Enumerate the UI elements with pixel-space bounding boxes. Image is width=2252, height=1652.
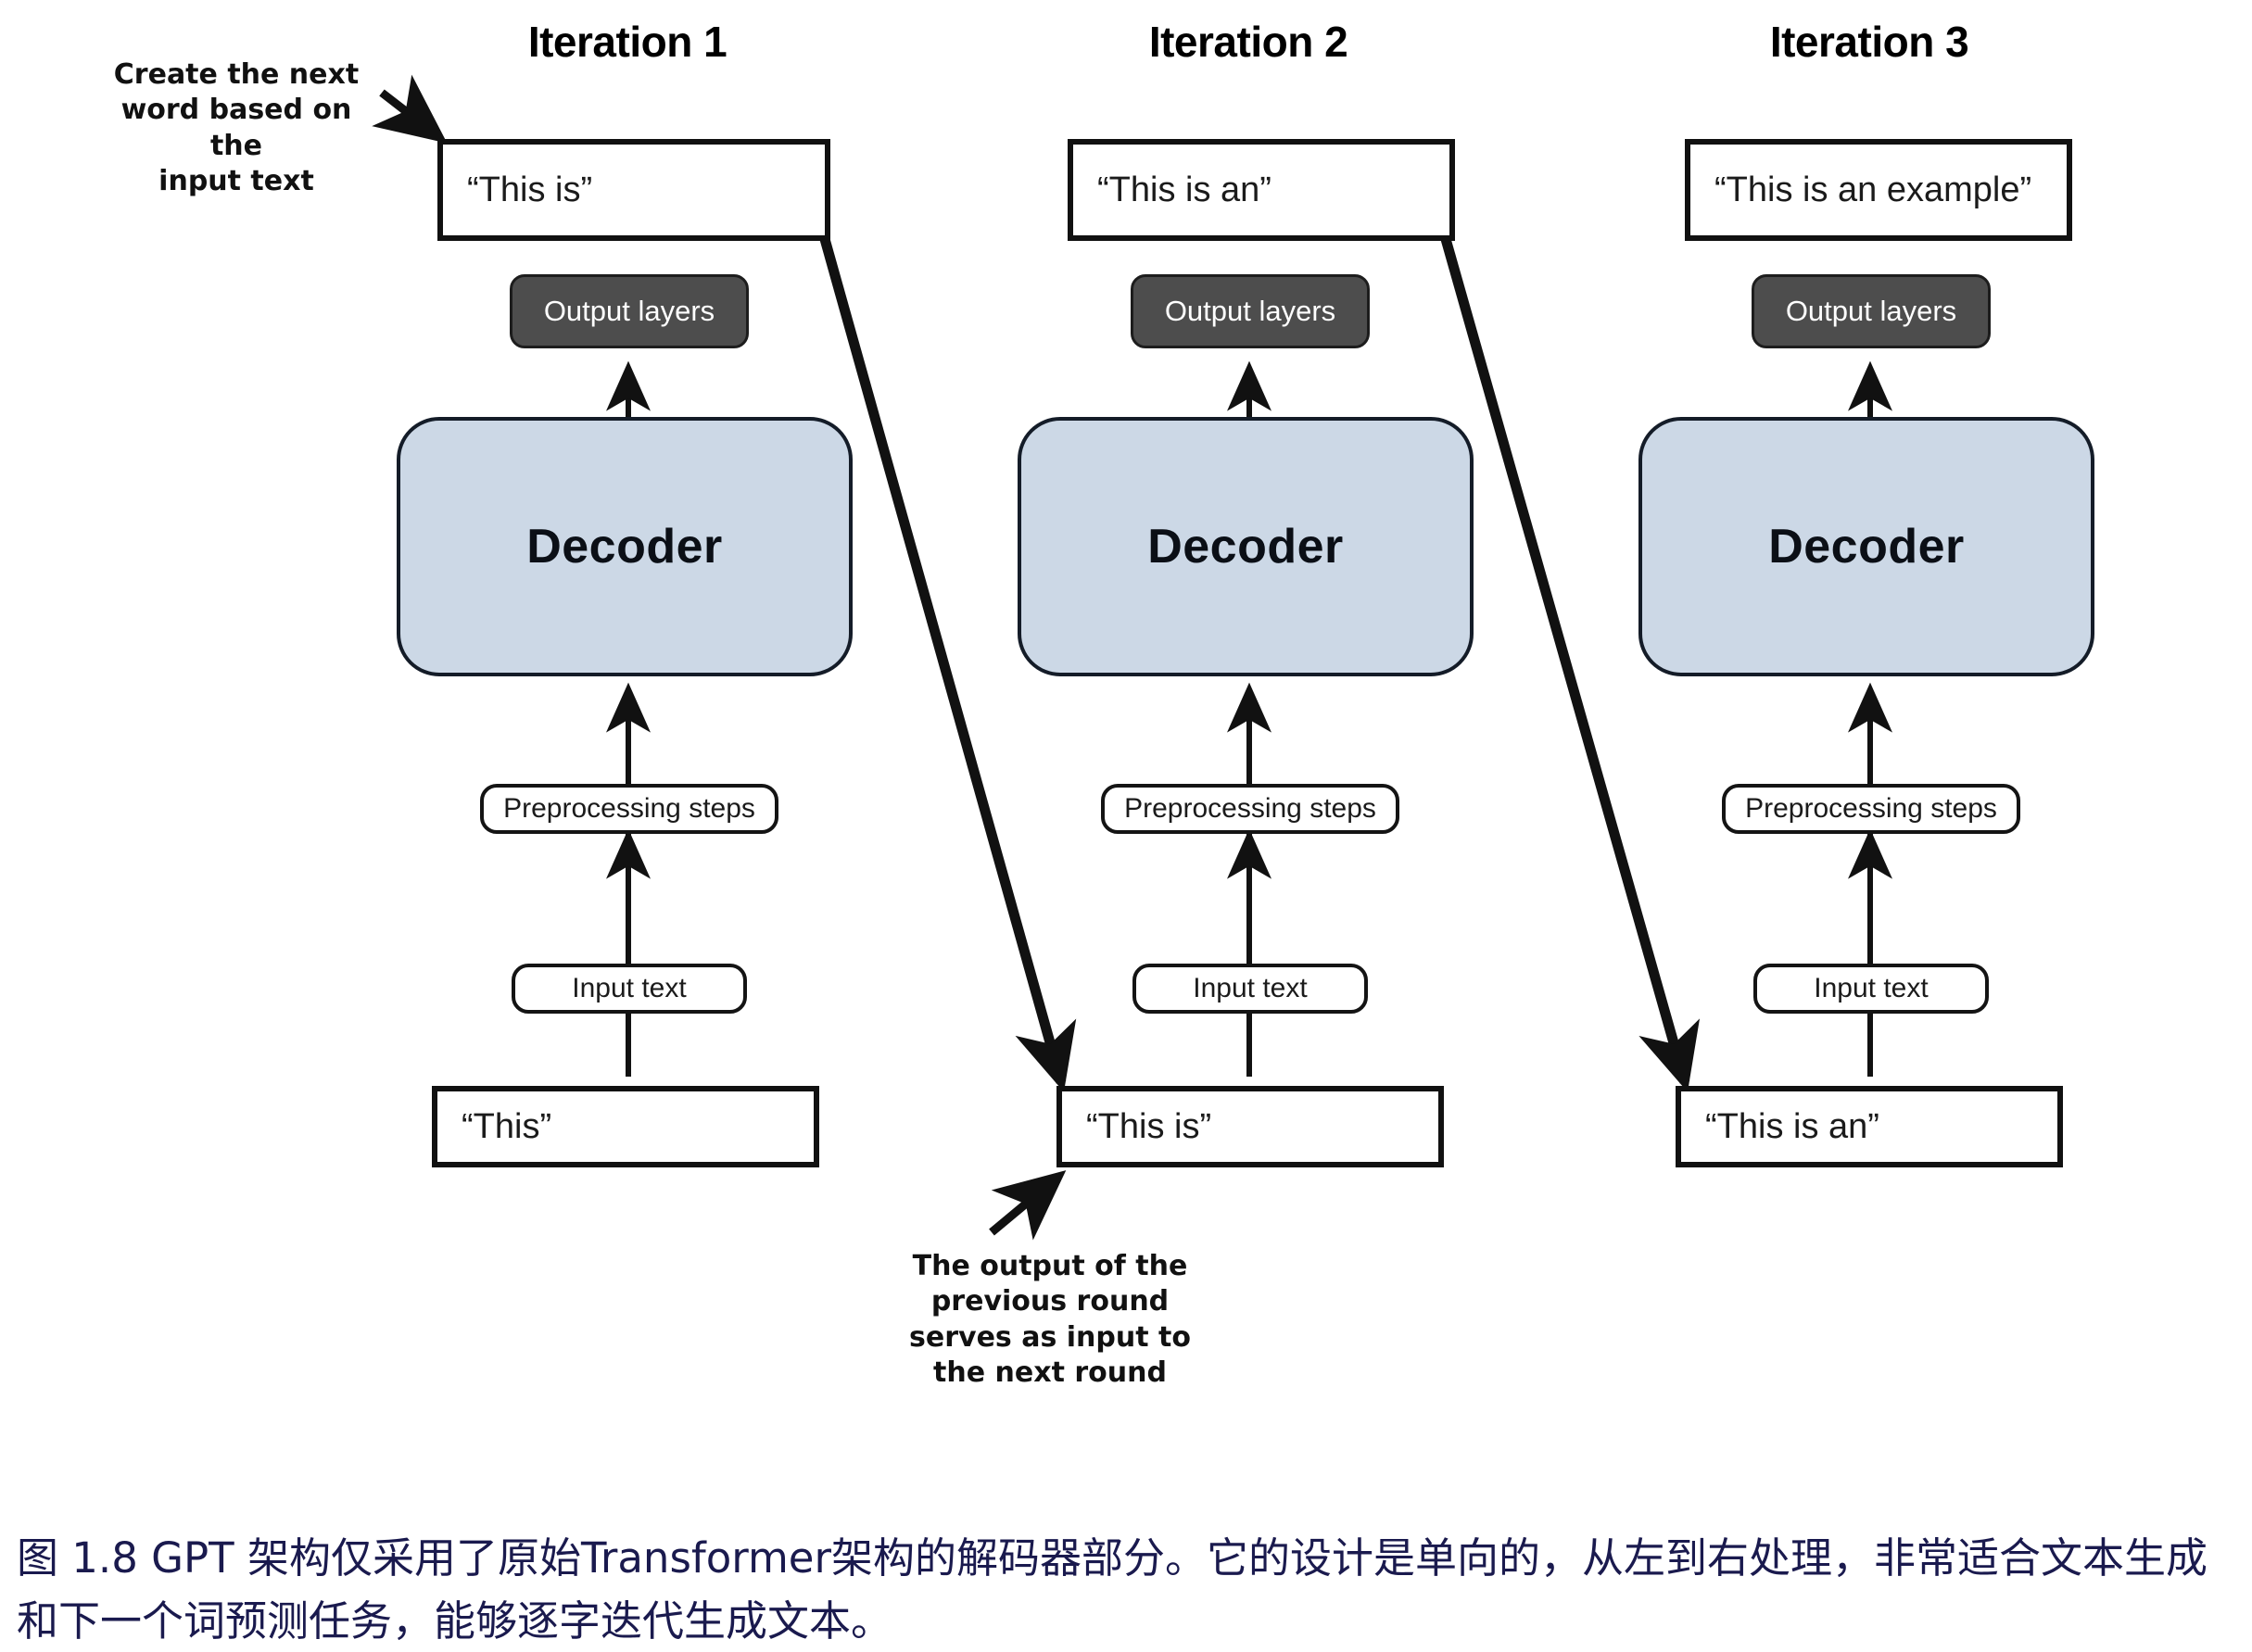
column-header-iteration-1: Iteration 1 (527, 18, 727, 66)
input-text-label: Input text (1193, 973, 1308, 1003)
output-text-box-iteration-3: “This is an example” (1685, 139, 2072, 241)
preprocessing-steps-label: Preprocessing steps (503, 793, 755, 824)
output-layers-box-iteration-1: Output layers (510, 274, 749, 348)
callout-line-2: word based on the (120, 94, 352, 162)
callout-arrow-top-left (372, 74, 448, 144)
figure-caption: 图 1.8 GPT 架构仅采用了原始Transformer架构的解码器部分。它的… (17, 1533, 2208, 1646)
output-text-value: “This is an example” (1714, 170, 2032, 209)
callout-line-2: previous round (930, 1285, 1170, 1318)
output-layers-label: Output layers (543, 295, 715, 327)
column-header-iteration-2: Iteration 2 (1148, 18, 1348, 66)
output-layers-box-iteration-3: Output layers (1752, 274, 1991, 348)
preprocessing-steps-label: Preprocessing steps (1745, 793, 1997, 824)
callout-line-1: The output of the (912, 1250, 1188, 1282)
preprocessing-steps-label: Preprocessing steps (1124, 793, 1376, 824)
output-layers-label: Output layers (1164, 295, 1336, 327)
input-sequence-box-iteration-2: “This is” (1056, 1086, 1444, 1167)
decoder-box-iteration-3: Decoder (1638, 417, 2094, 676)
input-sequence-value: “This is an” (1705, 1106, 1879, 1146)
callout-line-4: the next round (933, 1356, 1167, 1390)
input-sequence-box-iteration-3: “This is an” (1676, 1086, 2063, 1167)
output-text-box-iteration-2: “This is an” (1068, 139, 1455, 241)
input-text-label: Input text (1814, 973, 1929, 1003)
output-text-value: “This is” (467, 170, 593, 209)
output-text-value: “This is an” (1097, 170, 1271, 209)
preprocessing-steps-box-iteration-2: Preprocessing steps (1101, 784, 1399, 834)
decoder-label: Decoder (1768, 520, 1965, 574)
input-text-label: Input text (572, 973, 687, 1003)
diagonal-arrow-1-to-2 (819, 237, 1077, 1092)
decoder-box-iteration-2: Decoder (1018, 417, 1474, 676)
callout-arrow-bottom-middle (989, 1170, 1067, 1241)
input-text-box-iteration-2: Input text (1132, 964, 1368, 1014)
column-header-iteration-3: Iteration 3 (1769, 18, 1969, 66)
preprocessing-steps-box-iteration-1: Preprocessing steps (480, 784, 778, 834)
input-sequence-box-iteration-1: “This” (432, 1086, 819, 1167)
input-sequence-value: “This” (462, 1106, 552, 1146)
input-text-box-iteration-1: Input text (512, 964, 747, 1014)
output-text-box-iteration-1: “This is” (437, 139, 830, 241)
decoder-label: Decoder (1147, 520, 1344, 574)
callout-line-1: Create the next (113, 58, 360, 91)
output-layers-box-iteration-2: Output layers (1131, 274, 1370, 348)
callout-output-previous-round: The output of the previous round serves … (888, 1249, 1212, 1392)
callout-create-next-word: Create the next word based on the input … (97, 57, 375, 200)
callout-line-3: input text (158, 165, 314, 198)
input-text-box-iteration-3: Input text (1753, 964, 1989, 1014)
decoder-label: Decoder (526, 520, 723, 574)
output-layers-label: Output layers (1785, 295, 1957, 327)
decoder-box-iteration-1: Decoder (397, 417, 853, 676)
callout-line-3: serves as input to (909, 1320, 1191, 1354)
input-sequence-value: “This is” (1086, 1106, 1212, 1146)
preprocessing-steps-box-iteration-3: Preprocessing steps (1722, 784, 2020, 834)
